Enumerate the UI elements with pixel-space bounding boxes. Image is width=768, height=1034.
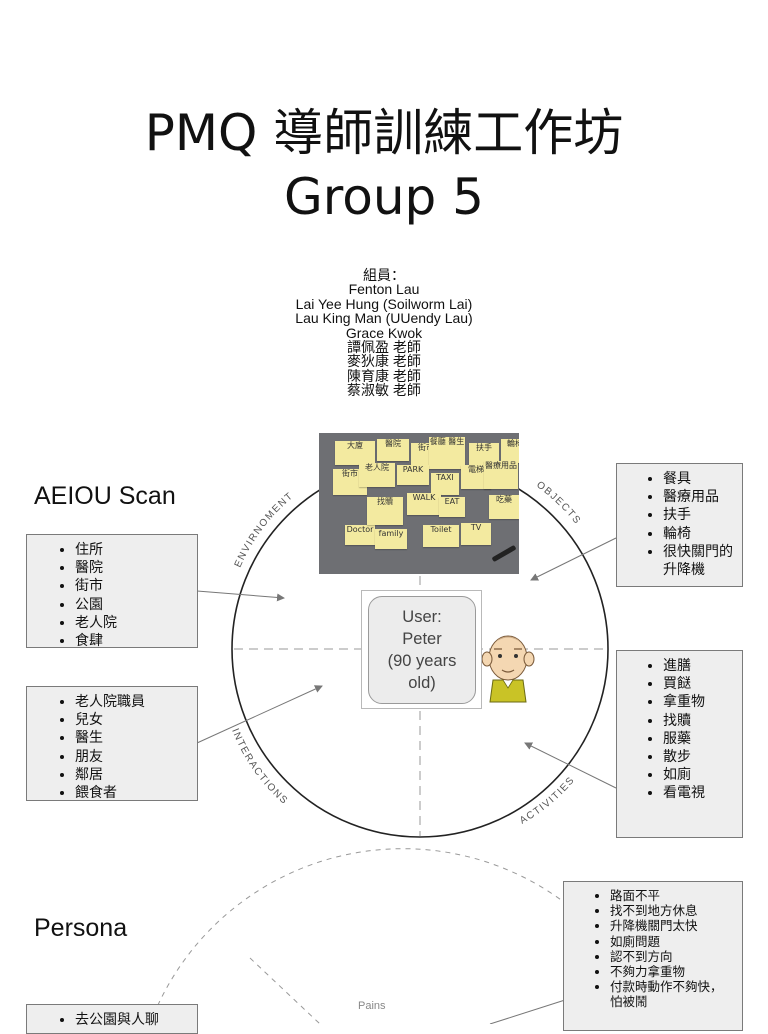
sticky-note: 扶手: [469, 443, 499, 465]
list-item: 升降機關門太快: [610, 918, 742, 933]
interactions-box: 老人院職員 兒女 醫生 朋友 鄰居 餵食者: [26, 686, 198, 801]
persona-left-box: 去公園與人聊: [26, 1004, 198, 1034]
page-title: PMQ 導師訓練工作坊: [144, 104, 624, 162]
list-item: 服藥: [663, 730, 742, 748]
list-item: 兒女: [75, 711, 197, 729]
member-name: 蔡淑敏 老師: [347, 382, 421, 399]
sticky-note: PARK: [397, 465, 429, 485]
sticky-note: 輪椅: [501, 439, 519, 463]
list-item: 餐具: [663, 470, 742, 488]
list-item: 扶手: [663, 506, 742, 524]
sticky-note: WALK: [407, 493, 441, 515]
member-name: Lai Yee Hung (Soilworm Lai): [295, 295, 473, 312]
sticky-note: EAT: [439, 497, 465, 517]
persona-heading: Persona: [34, 914, 128, 942]
sticky-note: 老人院: [359, 463, 395, 487]
list-item: 醫生: [75, 729, 197, 747]
label-interactions: INTERACTIONS: [229, 727, 290, 807]
member-name: Fenton Lau: [348, 281, 420, 298]
persona-divider: [249, 957, 321, 1024]
sticky-note: family: [375, 529, 407, 549]
arrow-interactions: [196, 685, 323, 744]
environment-box: 住所 醫院 街市 公園 老人院 食肆: [26, 534, 198, 650]
list-item: 看電視: [663, 784, 742, 802]
user-box: User: Peter (90 years old): [368, 596, 476, 704]
sticky-note: TV: [461, 523, 491, 545]
arrow-environment: [196, 590, 285, 602]
member-name: 譚佩盈 老師: [347, 339, 421, 356]
sticky-notes-photo: 大廈 醫院 街市 餐廳 醫生 扶手 輪椅 街市 老人院 PARK TAXI 電梯…: [319, 433, 519, 574]
list-item: 不夠力拿重物: [610, 964, 742, 979]
member-name: Grace Kwok: [345, 324, 423, 341]
pains-box: 路面不平 找不到地方休息 升降機關門太快 如廁問題 認不到方向 不夠力拿重物 付…: [563, 881, 743, 1031]
sticky-note: TAXI: [431, 473, 459, 495]
member-name: 陳育康 老師: [347, 367, 421, 384]
list-item: 路面不平: [610, 888, 742, 903]
label-activities: ACTIVITIES: [518, 774, 577, 826]
list-item: 如廁問題: [610, 934, 742, 949]
list-item: 鄰居: [75, 766, 197, 784]
list-item: 認不到方向: [610, 949, 742, 964]
list-item: 醫院: [75, 559, 197, 577]
list-item: 去公園與人聊: [75, 1011, 197, 1029]
list-item: 醫療用品: [663, 488, 742, 506]
label-objects: OBJECTS: [534, 480, 583, 527]
persona-avatar: [481, 635, 535, 703]
list-item: 找贖: [663, 712, 742, 730]
objects-box: 餐具 醫療用品 扶手 輪椅 很快關門的升降機: [616, 463, 743, 587]
list-item: 老人院: [75, 614, 197, 632]
list-item: 餵食者: [75, 784, 197, 802]
sticky-note: Toilet: [423, 525, 459, 547]
sticky-note: 吃藥: [489, 495, 519, 519]
list-item: 進膳: [663, 657, 742, 675]
list-item: 如廁: [663, 766, 742, 784]
sticky-note: Doctor: [345, 525, 375, 545]
list-item: 輪椅: [663, 525, 742, 543]
page-subtitle: Group 5: [284, 168, 484, 226]
member-label: 組員：: [363, 267, 405, 283]
activities-box: 進膳 買餸 拿重物 找贖 服藥 散步 如廁 看電視: [616, 650, 743, 838]
label-environment: ENVIRNOMENT: [233, 490, 296, 569]
sticky-note: 找贖: [367, 497, 403, 525]
list-item: 散步: [663, 748, 742, 766]
list-item: 食肆: [75, 632, 197, 650]
sticky-note: 醫院: [377, 439, 409, 461]
list-item: 老人院職員: [75, 693, 197, 711]
user-label: User: Peter (90 years old): [387, 608, 457, 692]
arrow-objects: [530, 537, 617, 581]
list-item: 很快關門的升降機: [663, 543, 735, 579]
member-name: 麥狄康 老師: [347, 353, 421, 370]
list-item: 公園: [75, 596, 197, 614]
pains-label: Pains: [358, 1000, 386, 1012]
list-item: 買餸: [663, 675, 742, 693]
aeiou-heading: AEIOU Scan: [34, 482, 176, 510]
member-list: 組員： Fenton Lau Lai Yee Hung (Soilworm La…: [0, 268, 768, 398]
pen-object: [491, 544, 517, 563]
list-item: 拿重物: [663, 693, 742, 711]
list-item: 街市: [75, 577, 197, 595]
sticky-note: 醫療用品: [484, 461, 518, 489]
list-item: 住所: [75, 541, 197, 559]
list-item: 找不到地方休息: [610, 903, 742, 918]
sticky-note: 大廈: [335, 441, 375, 465]
arrow-pains: [489, 999, 566, 1024]
arrow-activities: [524, 742, 617, 789]
member-name: Lau King Man (UUendy Lau): [295, 310, 473, 327]
list-item: 朋友: [75, 748, 197, 766]
sticky-note: 餐廳 醫生: [429, 437, 465, 469]
list-item: 付款時動作不夠快，怕被鬧: [610, 979, 730, 1009]
